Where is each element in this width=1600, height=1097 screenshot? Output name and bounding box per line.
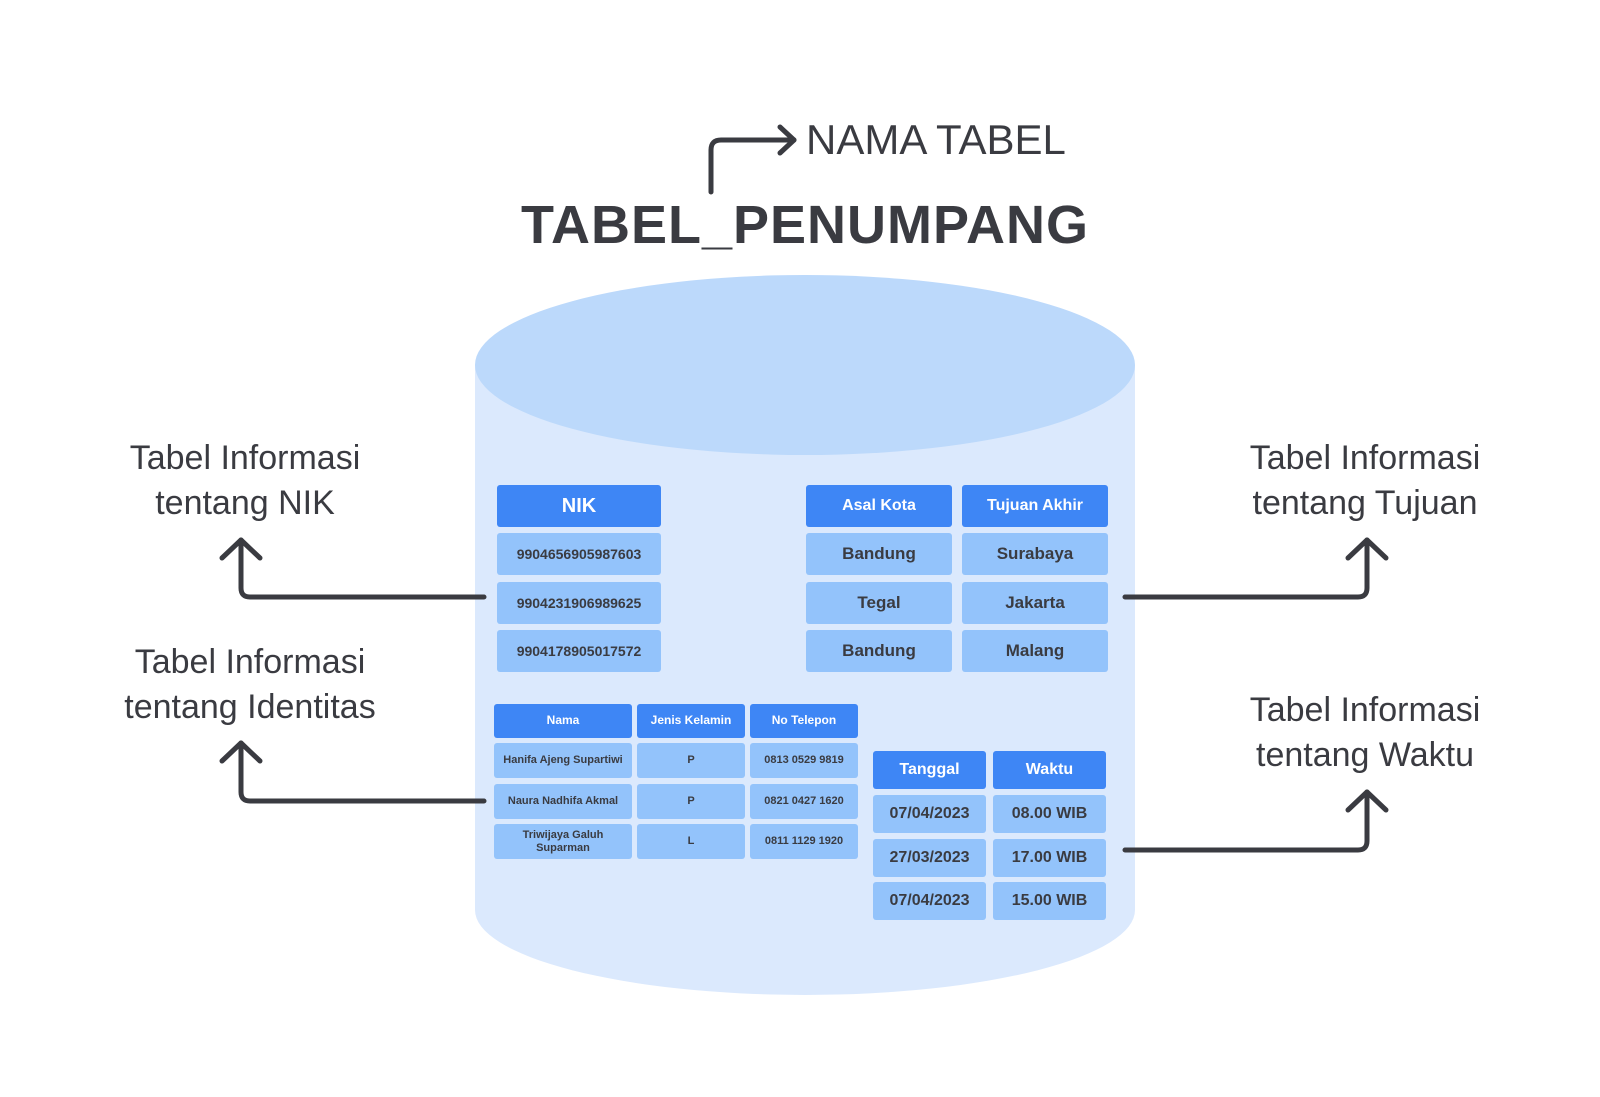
annotation-waktu: Tabel Informasi tentang Waktu: [1215, 688, 1515, 778]
tujuan-arrow-icon: [1345, 537, 1389, 561]
annotation-tujuan-line1: Tabel Informasi: [1249, 439, 1481, 477]
waktu-cell: 27/03/2023: [873, 839, 986, 877]
annotation-identitas-line1: Tabel Informasi: [134, 643, 366, 681]
nik-header: NIK: [497, 485, 661, 527]
title-arrow-icon: [777, 124, 797, 156]
tujuan-cell: Jakarta: [962, 582, 1108, 624]
identitas-cell: Hanifa Ajeng Supartiwi: [494, 743, 632, 778]
annotation-nik-line2: tentang NIK: [155, 484, 335, 522]
nik-connector-line: [238, 537, 487, 600]
title-connector-line: [708, 137, 797, 195]
annotation-waktu-line2: tentang Waktu: [1256, 736, 1474, 774]
annotation-identitas: Tabel Informasi tentang Identitas: [95, 640, 405, 730]
identitas-cell: 0813 0529 9819: [750, 743, 858, 778]
tujuan-connector-line: [1122, 537, 1370, 600]
annotation-tujuan-line2: tentang Tujuan: [1252, 484, 1478, 522]
tujuan-cell: Surabaya: [962, 533, 1108, 575]
annotation-waktu-line1: Tabel Informasi: [1249, 691, 1481, 729]
tujuan-cell: Bandung: [806, 630, 952, 672]
annotation-identitas-line2: tentang Identitas: [124, 688, 376, 726]
identitas-header-nama: Nama: [494, 704, 632, 738]
tujuan-cell: Malang: [962, 630, 1108, 672]
annotation-tujuan: Tabel Informasi tentang Tujuan: [1215, 436, 1515, 526]
nik-cell: 9904656905987603: [497, 533, 661, 575]
table-name-label: NAMA TABEL: [806, 116, 1066, 163]
identitas-header-no-telepon: No Telepon: [750, 704, 858, 738]
nik-cell: 9904178905017572: [497, 630, 661, 672]
tujuan-header-akhir: Tujuan Akhir: [962, 485, 1108, 527]
waktu-connector-line: [1122, 789, 1370, 853]
waktu-arrow-icon: [1345, 789, 1389, 813]
nik-cell: 9904231906989625: [497, 582, 661, 624]
annotation-nik-line1: Tabel Informasi: [129, 439, 361, 477]
identitas-cell: Triwijaya Galuh Suparman: [494, 824, 632, 859]
table-name: TABEL_PENUMPANG: [520, 195, 1090, 255]
waktu-header-waktu: Waktu: [993, 751, 1106, 789]
annotation-nik: Tabel Informasi tentang NIK: [95, 436, 395, 526]
cylinder-top: [475, 275, 1135, 455]
identitas-cell: 0811 1129 1920: [750, 824, 858, 859]
identitas-header-jenis-kelamin: Jenis Kelamin: [637, 704, 745, 738]
waktu-cell: 15.00 WIB: [993, 882, 1106, 920]
identitas-cell: P: [637, 784, 745, 819]
identitas-connector-line: [238, 740, 487, 804]
waktu-cell: 08.00 WIB: [993, 795, 1106, 833]
tujuan-header-asal: Asal Kota: [806, 485, 952, 527]
waktu-header-tanggal: Tanggal: [873, 751, 986, 789]
identitas-cell: L: [637, 824, 745, 859]
identitas-cell: Naura Nadhifa Akmal: [494, 784, 632, 819]
tujuan-cell: Bandung: [806, 533, 952, 575]
identitas-cell: P: [637, 743, 745, 778]
waktu-cell: 07/04/2023: [873, 882, 986, 920]
waktu-cell: 07/04/2023: [873, 795, 986, 833]
identitas-arrow-icon: [219, 740, 263, 764]
nik-arrow-icon: [219, 537, 263, 561]
waktu-cell: 17.00 WIB: [993, 839, 1106, 877]
tujuan-cell: Tegal: [806, 582, 952, 624]
identitas-cell: 0821 0427 1620: [750, 784, 858, 819]
